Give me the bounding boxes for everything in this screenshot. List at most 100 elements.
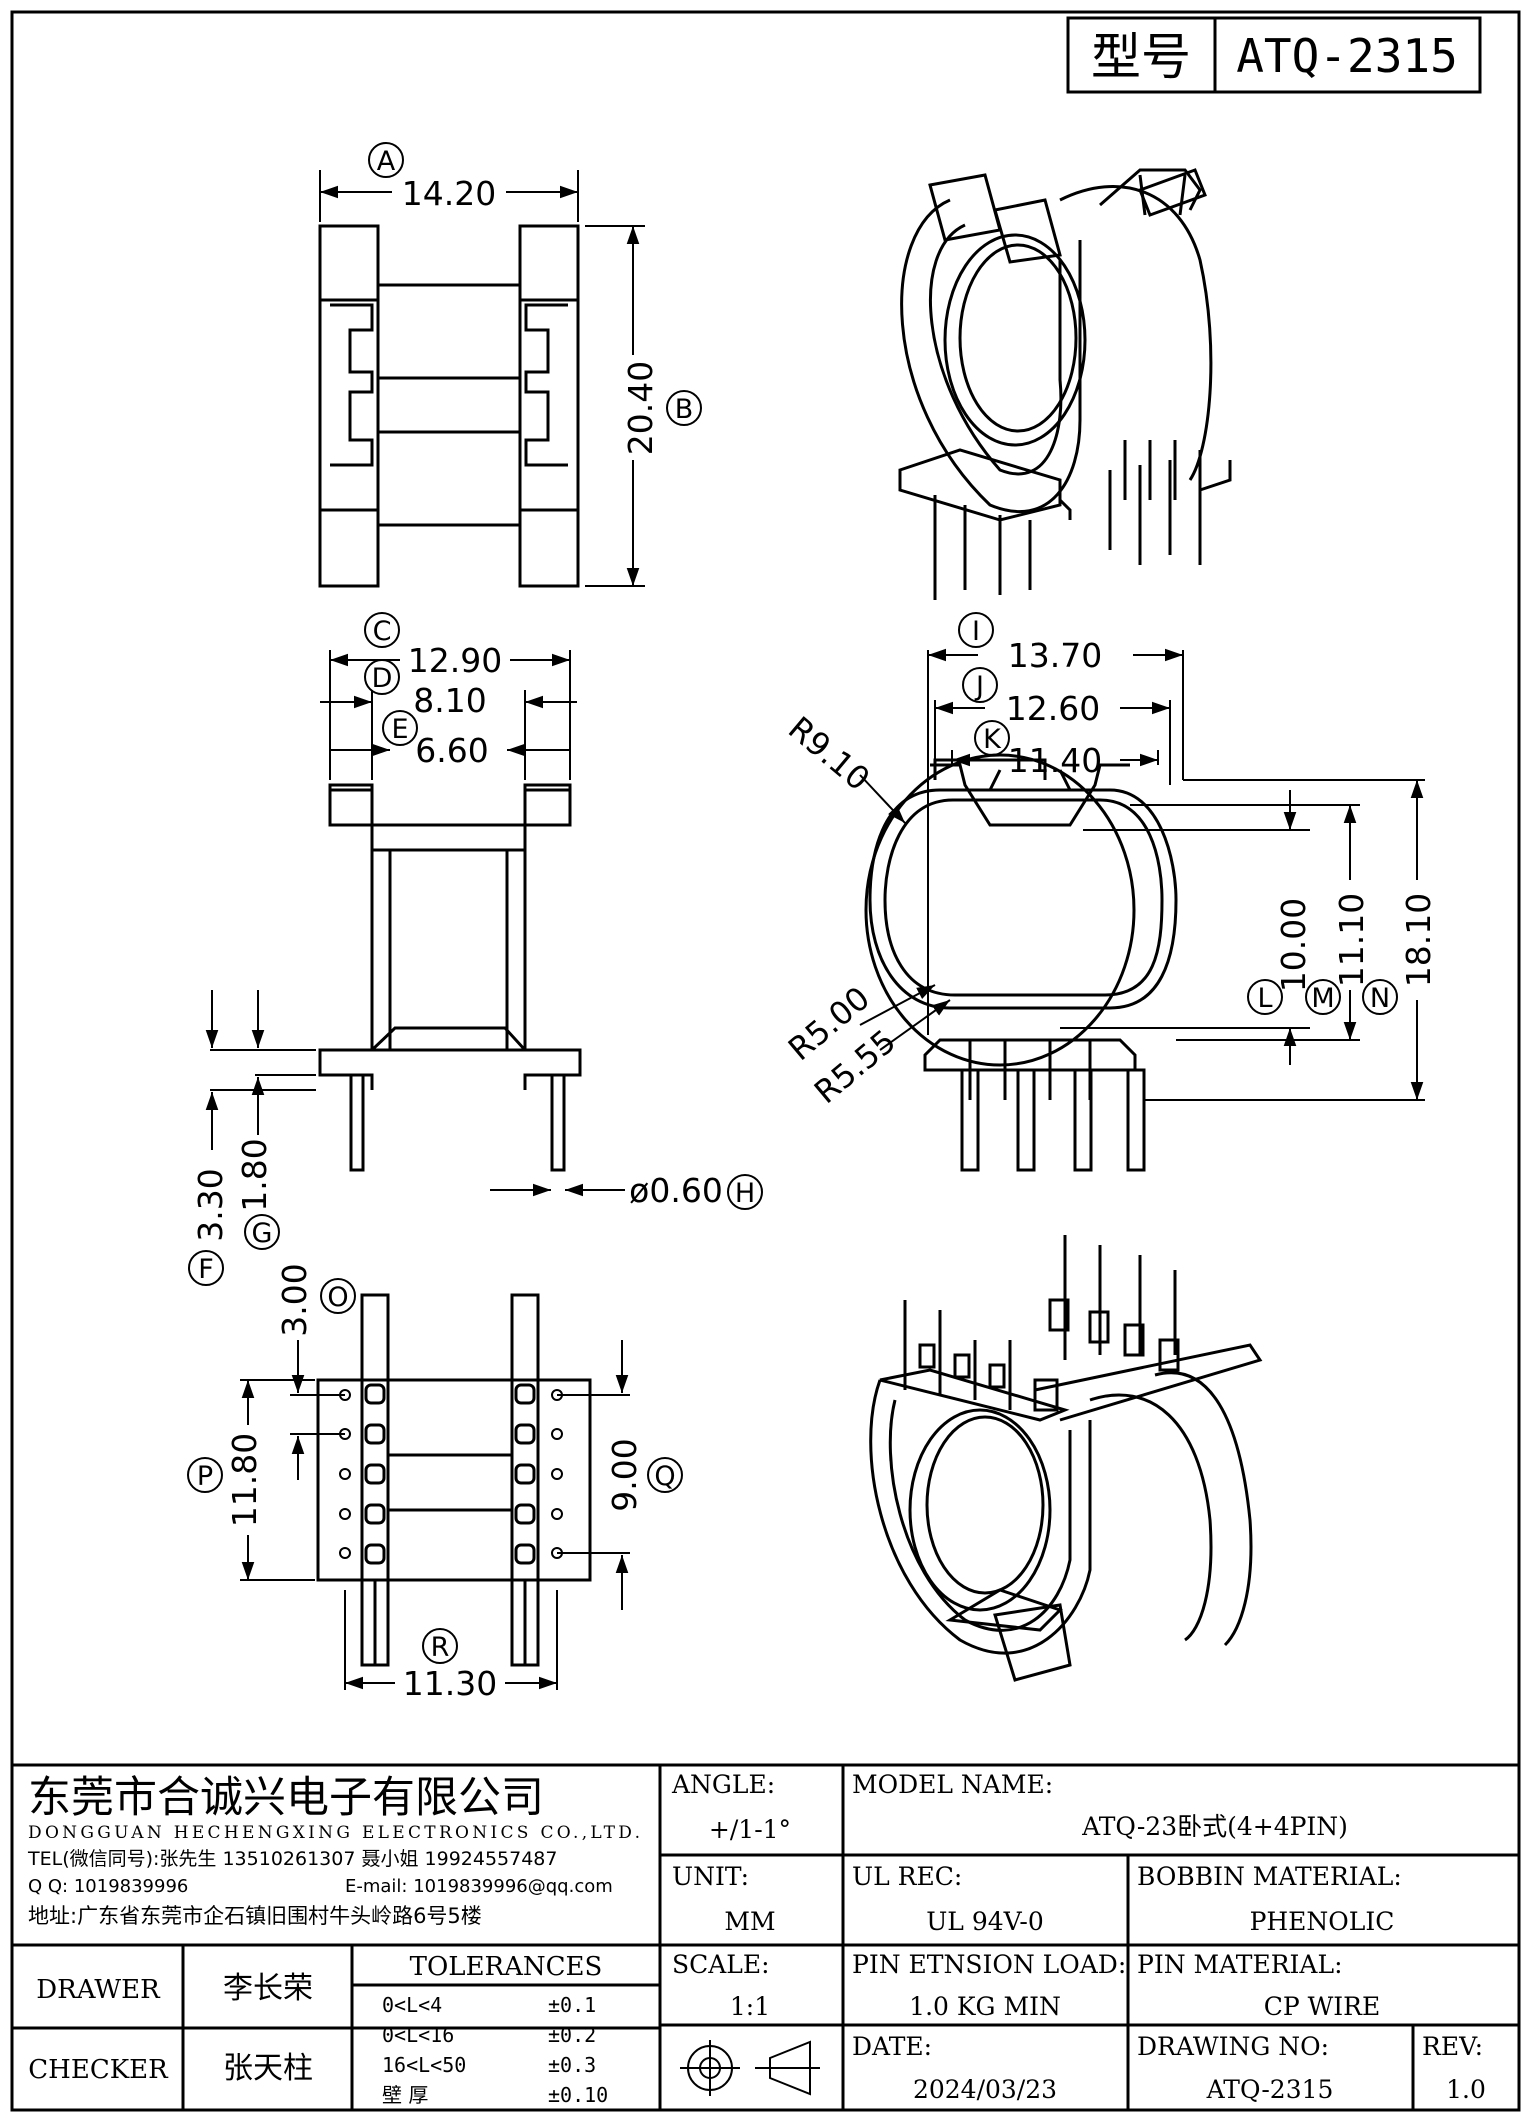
dim-O-tag: O bbox=[327, 1282, 348, 1313]
dim-L-value: 10.00 bbox=[1274, 898, 1313, 992]
sheet-border bbox=[10, 10, 1521, 2112]
dim-F-value: 3.30 bbox=[191, 1168, 230, 1241]
header-model: ATQ-2315 bbox=[1236, 29, 1458, 83]
pin-material-value: CP WIRE bbox=[1264, 1992, 1381, 2021]
dim-J-value: 12.60 bbox=[1006, 689, 1100, 728]
bottom-view bbox=[316, 1293, 592, 1667]
dim-M-value: 11.10 bbox=[1332, 893, 1371, 987]
dim-P-tag: P bbox=[197, 1461, 213, 1492]
dim-R: R 11.30 bbox=[344, 1590, 558, 1703]
company-address: 地址:广东省东莞市企石镇旧围村牛头岭路6号5楼 bbox=[28, 1904, 482, 1928]
dim-A-value: 14.20 bbox=[402, 174, 496, 213]
iso-view-bottom bbox=[869, 1235, 1263, 1682]
tolerance-value: ±0.1 bbox=[548, 1993, 596, 2017]
dim-J: J 12.60 bbox=[934, 667, 1171, 785]
dim-I-tag: I bbox=[972, 616, 980, 647]
dim-E-value: 6.60 bbox=[415, 731, 488, 770]
dim-H-tag: H bbox=[735, 1178, 755, 1209]
dim-N-value: 18.10 bbox=[1399, 893, 1438, 987]
dim-H: ø0.60 H bbox=[490, 1171, 763, 1210]
model-name-label: MODEL NAME: bbox=[852, 1770, 1053, 1799]
tolerance-value: ±0.2 bbox=[548, 2023, 596, 2047]
dim-A: A 14.20 bbox=[319, 142, 579, 222]
front-view bbox=[864, 753, 1178, 1172]
drawing-no-label: DRAWING NO: bbox=[1137, 2032, 1329, 2061]
date-value: 2024/03/23 bbox=[913, 2075, 1057, 2104]
checker-value: 张天柱 bbox=[223, 2051, 313, 2086]
dim-R-tag: R bbox=[431, 1632, 450, 1663]
dim-E-tag: E bbox=[391, 714, 408, 745]
checker-label: CHECKER bbox=[28, 2055, 169, 2085]
title-block bbox=[12, 1763, 1519, 2110]
company-qq: Q Q: 1019839996 bbox=[28, 1876, 188, 1897]
dim-D: D 8.10 bbox=[320, 659, 577, 780]
dim-K-tag: K bbox=[983, 724, 1002, 755]
dim-D-value: 8.10 bbox=[413, 681, 486, 720]
dim-L-M-N: 10.00 11.10 18.10 L M N bbox=[1060, 779, 1438, 1101]
dim-K: K 11.40 bbox=[951, 720, 1159, 780]
pin-tension-label: PIN ETNSION LOAD: bbox=[852, 1950, 1126, 1979]
dim-D-tag: D bbox=[372, 663, 393, 694]
tolerance-value: ±0.3 bbox=[548, 2053, 596, 2077]
tolerance-range: 壁 厚 bbox=[382, 2083, 428, 2107]
dim-B-tag: B bbox=[675, 394, 694, 425]
top-view bbox=[318, 224, 580, 588]
dim-R-value: 11.30 bbox=[403, 1664, 497, 1703]
drawing-no-value: ATQ-2315 bbox=[1206, 2075, 1334, 2104]
angle-value: +/1-1° bbox=[709, 1815, 791, 1844]
dim-I-value: 13.70 bbox=[1008, 636, 1102, 675]
company-name-cn: 东莞市合诚兴电子有限公司 bbox=[28, 1773, 544, 1823]
dim-K-value: 11.40 bbox=[1008, 741, 1102, 780]
dim-A-tag: A bbox=[377, 146, 396, 177]
bobbin-material-label: BOBBIN MATERIAL: bbox=[1137, 1862, 1402, 1891]
dim-Q-tag: Q bbox=[654, 1461, 675, 1492]
dim-F-G: 3.30 1.80 G F bbox=[188, 990, 316, 1286]
dim-B: 20.40 B bbox=[585, 225, 702, 587]
drawer-label: DRAWER bbox=[36, 1975, 161, 2005]
company-tel: TEL(微信同号):张先生 13510261307 聂小姐 1992455748… bbox=[27, 1848, 558, 1870]
dim-L-tag: L bbox=[1257, 983, 1272, 1014]
dim-G-value: 1.80 bbox=[235, 1138, 274, 1211]
dim-P: 11.80 P bbox=[187, 1379, 315, 1581]
scale-label: SCALE: bbox=[672, 1950, 770, 1979]
dim-Q-value: 9.00 bbox=[605, 1438, 644, 1511]
tolerance-value: ±0.10 bbox=[548, 2083, 608, 2107]
company-email: E-mail: 1019839996@qq.com bbox=[345, 1876, 613, 1897]
scale-value: 1:1 bbox=[730, 1992, 770, 2021]
dim-C-tag: C bbox=[373, 616, 392, 647]
ul-rec-label: UL REC: bbox=[852, 1862, 962, 1891]
dim-R910-value: R9.10 bbox=[781, 709, 877, 798]
header-label: 型号 bbox=[1091, 28, 1191, 86]
dim-G-tag: G bbox=[252, 1218, 273, 1249]
pin-tension-value: 1.0 KG MIN bbox=[909, 1992, 1061, 2021]
tolerance-range: 0<L<16 bbox=[382, 2023, 454, 2047]
dim-C-value: 12.90 bbox=[408, 641, 502, 680]
dim-Q: 9.00 Q bbox=[557, 1340, 683, 1610]
side-view bbox=[318, 783, 582, 1172]
tolerance-range: 16<L<50 bbox=[382, 2053, 466, 2077]
rev-value: 1.0 bbox=[1446, 2075, 1486, 2104]
unit-label: UNIT: bbox=[672, 1862, 749, 1891]
model-name-value: ATQ-23卧式(4+4PIN) bbox=[1081, 1812, 1348, 1841]
dim-I: I 13.70 bbox=[927, 612, 1184, 1035]
ul-rec-value: UL 94V-0 bbox=[926, 1907, 1044, 1936]
dim-J-tag: J bbox=[974, 671, 984, 702]
dim-C: C 12.90 bbox=[329, 612, 571, 780]
iso-view-top bbox=[898, 168, 1232, 600]
header-model-box: 型号 ATQ-2315 bbox=[1066, 16, 1482, 94]
dim-F-tag: F bbox=[198, 1254, 214, 1285]
dim-B-value: 20.40 bbox=[621, 361, 660, 455]
dim-O-value: 3.00 bbox=[275, 1263, 314, 1336]
dim-N-tag: N bbox=[1370, 983, 1390, 1014]
dim-M-tag: M bbox=[1311, 983, 1334, 1014]
drawer-value: 李长荣 bbox=[223, 1971, 313, 2006]
bobbin-material-value: PHENOLIC bbox=[1250, 1907, 1395, 1936]
dim-H-value: ø0.60 bbox=[629, 1171, 723, 1210]
dim-P-value: 11.80 bbox=[225, 1433, 264, 1527]
dim-E: E 6.60 bbox=[330, 710, 570, 770]
tolerances-list: 0<L<4 ±0.1 0<L<16 ±0.2 16<L<50 ±0.3 壁 厚 … bbox=[382, 1993, 608, 2107]
company-name-en: DONGGUAN HECHENGXING ELECTRONICS CO.,LTD… bbox=[28, 1823, 640, 1843]
projection-symbol-icon bbox=[680, 2040, 820, 2096]
pin-material-label: PIN MATERIAL: bbox=[1137, 1950, 1343, 1979]
